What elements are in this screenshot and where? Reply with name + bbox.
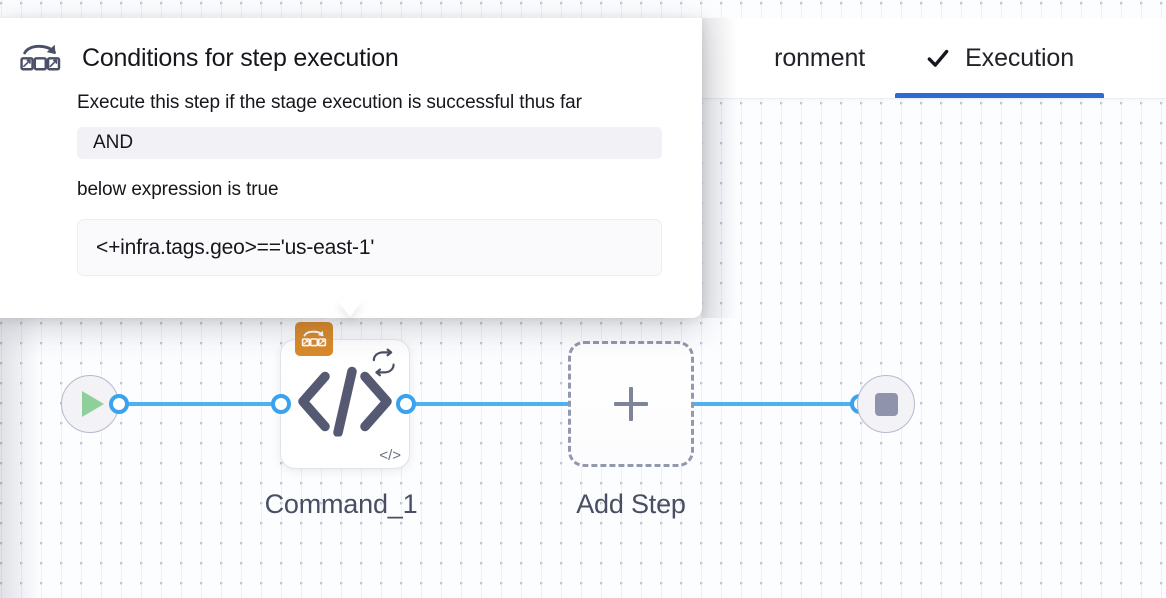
step-node-command-1[interactable]: </> [281,322,409,468]
step-node-output-port[interactable] [396,394,416,414]
conditional-execution-icon [18,40,62,76]
popover-body: Execute this step if the stage execution… [77,92,662,276]
connector-start-to-step [112,402,292,406]
tab-execution[interactable]: Execution [895,18,1104,98]
conditions-popover: Conditions for step execution Execute th… [0,18,702,318]
popover-arrow [337,300,363,317]
check-icon [925,45,951,71]
connector-addstep-to-end [690,402,870,406]
add-step-button[interactable] [568,341,694,467]
start-node-output-port[interactable] [109,394,129,414]
plus-icon [614,387,648,421]
play-icon [82,391,104,417]
tab-environment[interactable]: ronment [744,18,895,98]
tab-environment-label: ronment [774,43,866,72]
popover-header: Conditions for step execution [18,40,662,76]
popover-title: Conditions for step execution [82,43,399,72]
retry-loop-icon [369,348,399,378]
conditional-execution-icon [301,330,327,347]
tab-execution-label: Execution [965,43,1074,72]
popover-expression-box: <+infra.tags.geo>=='us-east-1' [77,219,662,276]
stop-icon [874,392,898,416]
conditional-execution-badge[interactable] [295,322,333,356]
popover-operator-pill: AND [77,127,662,159]
tab-list: ronment Execution [744,18,1104,98]
end-node[interactable] [857,375,915,433]
popover-condition-line-1: Execute this step if the stage execution… [77,92,582,113]
popover-condition-line-2: below expression is true [77,179,279,200]
step-node-input-port[interactable] [271,394,291,414]
connector-step-to-addstep [400,402,580,406]
code-icon [281,366,409,442]
code-icon-small: </> [379,447,401,464]
step-node-label: Command_1 [264,489,418,519]
add-step-label: Add Step [576,489,686,519]
